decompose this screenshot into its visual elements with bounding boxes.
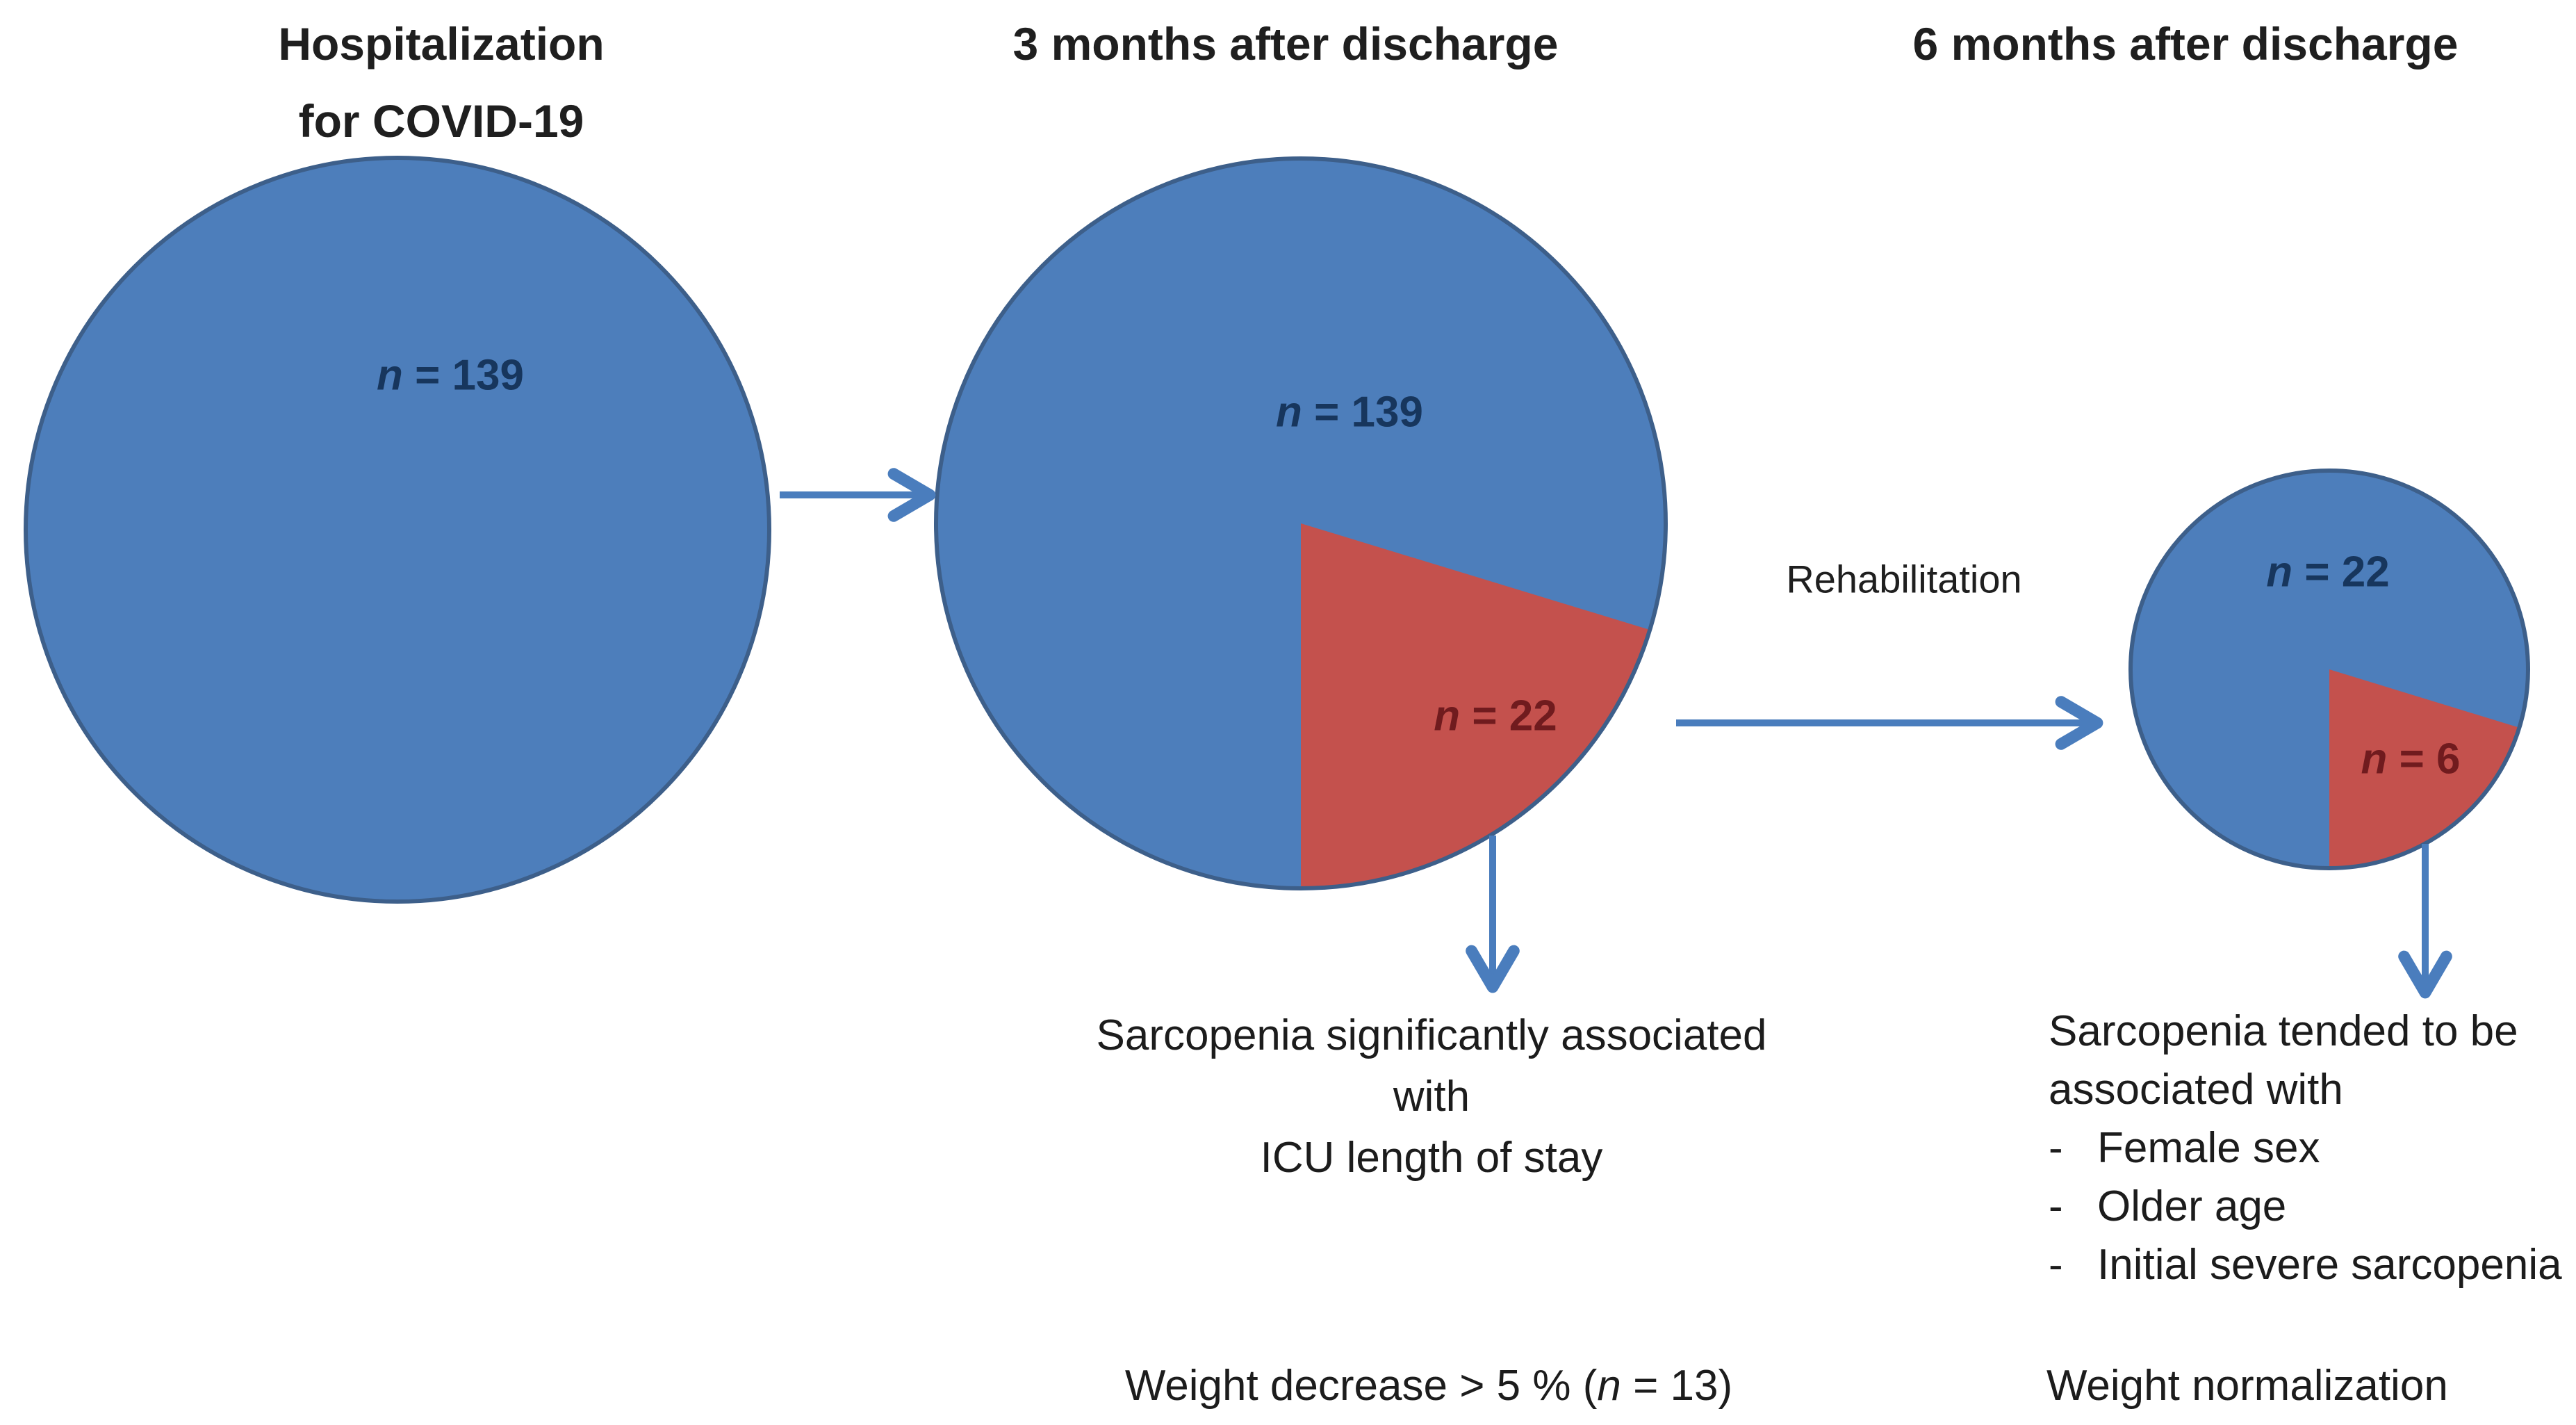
six-month-bullet-initial-severe-sarcopenia: - Initial severe sarcopenia — [2049, 1236, 2562, 1294]
weight-normalization-note: Weight normalization — [2046, 1362, 2448, 1410]
six-month-bullet-female-sex: - Female sex — [2049, 1119, 2562, 1178]
stage2-blue-label: n = 139 — [1276, 388, 1423, 437]
stage2-blue-label-prefix: n — [1276, 388, 1302, 437]
bullet-dash: - — [2049, 1182, 2063, 1230]
six-month-pie-red-slice — [2329, 669, 2520, 869]
six-month-bullet-initial-severe-sarcopenia-label: Initial severe sarcopenia — [2097, 1241, 2562, 1289]
six-month-pie-rim — [2128, 469, 2530, 870]
stage2-red-label: n = 22 — [1434, 692, 1557, 741]
three-month-pie-red-slice — [1301, 523, 1650, 888]
stage1-title-line2: for COVID-19 — [298, 95, 584, 147]
six-month-note-line1: Sarcopenia tended to be — [2049, 1007, 2518, 1055]
stage2-red-label-prefix: n — [1434, 692, 1461, 740]
weight-decrease-note: Weight decrease > 5 % (n = 13) — [1125, 1355, 1732, 1417]
six-month-bullet-older-age: - Older age — [2049, 1178, 2562, 1236]
six-month-note-line2: associated with — [2049, 1066, 2343, 1114]
stage1-n-label: n = 139 — [377, 351, 524, 400]
hospitalization-pie — [24, 156, 771, 904]
bullet-dash: - — [2049, 1241, 2063, 1289]
weight-decrease-part3: = 13) — [1621, 1362, 1733, 1410]
stage3-red-label: n = 6 — [2361, 735, 2460, 784]
weight-decrease-n: n — [1597, 1362, 1621, 1410]
three-month-note: Sarcopenia significantly associated with… — [1097, 1005, 1767, 1189]
stage3-blue-label-rest: = 22 — [2292, 548, 2390, 596]
three-month-note-line3: ICU length of stay — [1260, 1134, 1603, 1182]
bullet-dash: - — [2049, 1124, 2063, 1172]
six-month-note: Sarcopenia tended to be associated with … — [2049, 1002, 2562, 1294]
stage3-blue-label-prefix: n — [2266, 548, 2293, 596]
weight-decrease-part1: Weight decrease > 5 % ( — [1124, 1362, 1598, 1410]
three-month-note-line1: Sarcopenia significantly associated — [1096, 1011, 1767, 1059]
three-month-pie-rim — [934, 156, 1668, 890]
stage2-blue-label-rest: = 139 — [1302, 388, 1423, 437]
rehabilitation-label: Rehabilitation — [1786, 557, 2022, 601]
stage3-blue-label: n = 22 — [2266, 548, 2390, 597]
stage3-title: 6 months after discharge — [1912, 18, 2459, 70]
stage1-n-label-prefix: n — [377, 351, 403, 400]
three-month-note-line2: with — [1393, 1073, 1470, 1121]
stage1-title: Hospitalization for COVID-19 — [278, 6, 604, 160]
stage1-n-label-rest: = 139 — [402, 351, 524, 400]
stage1-title-line1: Hospitalization — [278, 18, 605, 70]
stage3-red-label-rest: = 6 — [2387, 735, 2461, 783]
six-month-bullet-female-sex-label: Female sex — [2097, 1124, 2320, 1172]
stage3-red-label-prefix: n — [2361, 735, 2388, 783]
stage2-red-label-rest: = 22 — [1460, 692, 1557, 740]
six-month-bullet-older-age-label: Older age — [2097, 1182, 2287, 1230]
stage2-title: 3 months after discharge — [1012, 18, 1559, 70]
